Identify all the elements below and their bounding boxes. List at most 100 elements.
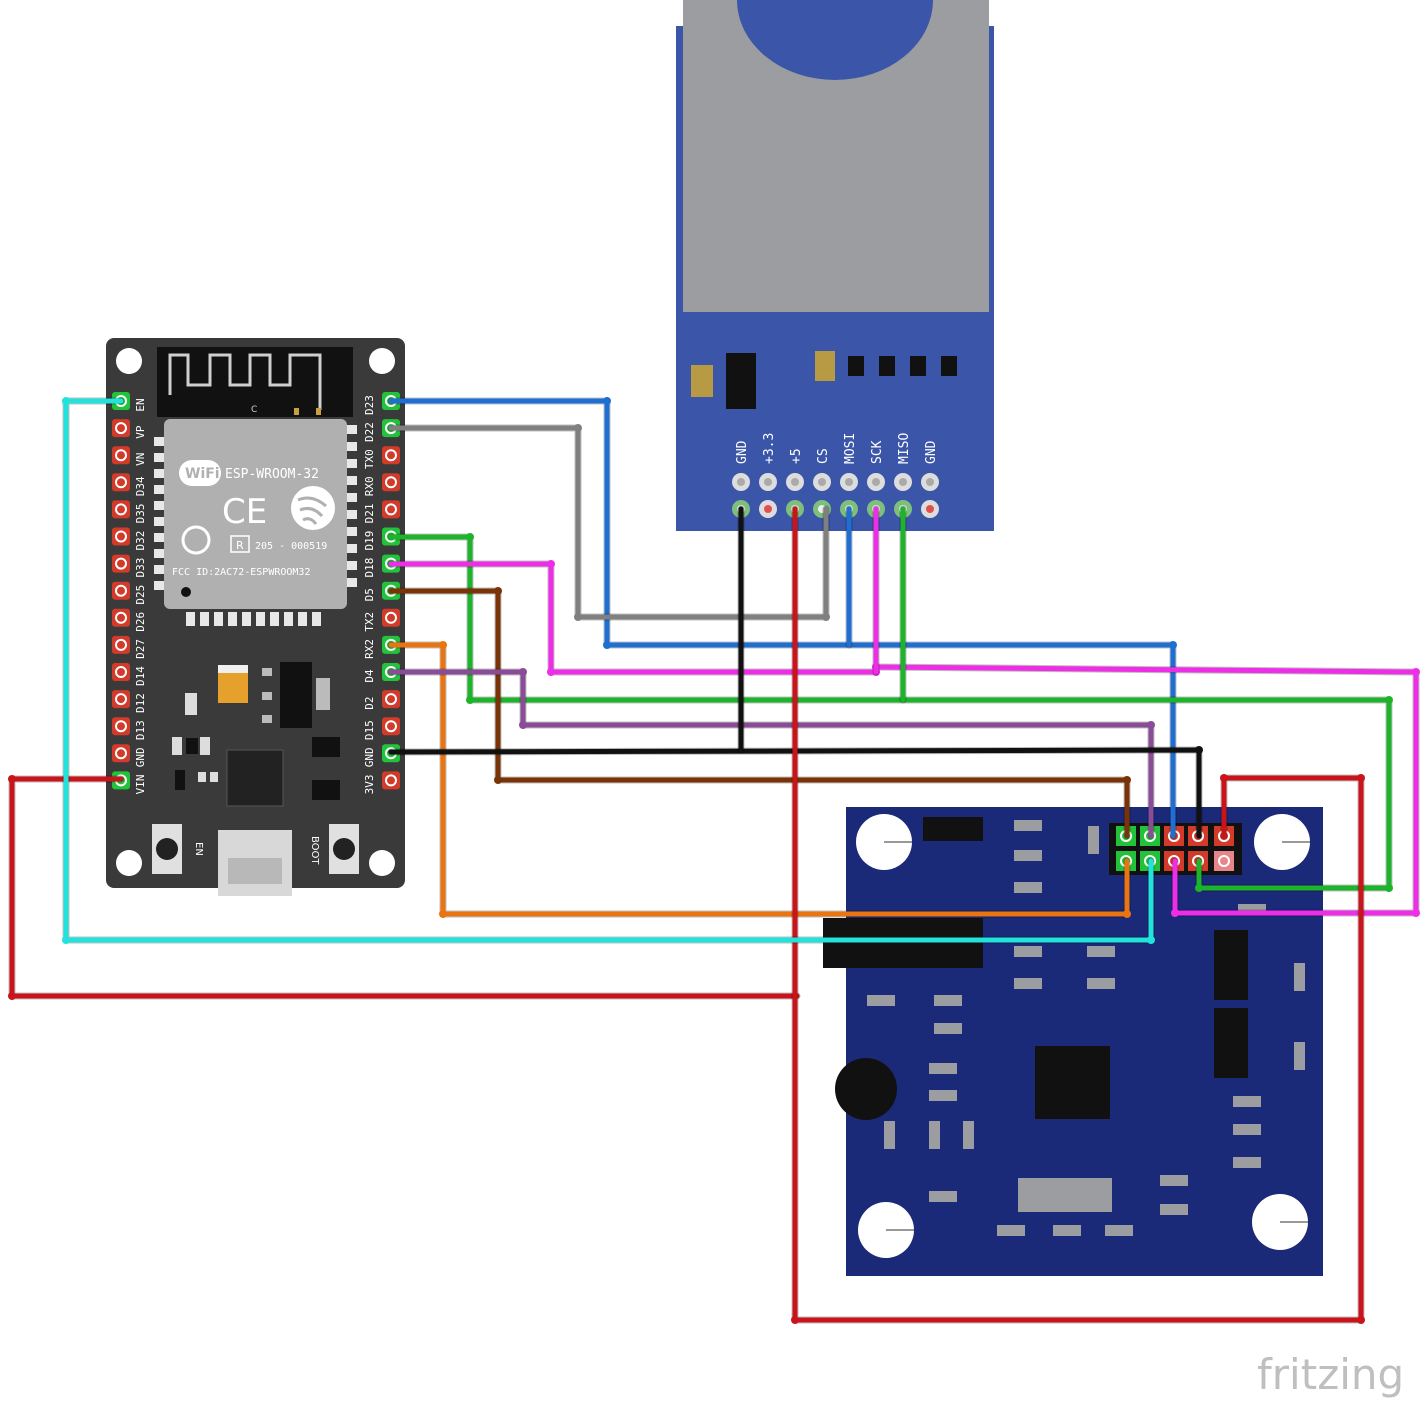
wire-bend [574, 613, 582, 621]
right-pin-label: D5 [363, 588, 376, 601]
right-pin-label: D21 [363, 503, 376, 523]
mount-hole [116, 348, 142, 374]
left-pin-label: D13 [134, 720, 147, 740]
wire-bend [1147, 721, 1155, 729]
buzzer [835, 1058, 897, 1120]
right-pin-label: RX2 [363, 639, 376, 659]
sensor-chip [1035, 1046, 1110, 1119]
wire-bend [1412, 909, 1420, 917]
right-pin-label: TX2 [363, 612, 376, 632]
right-pin-d23[interactable]: D23 [363, 392, 400, 415]
voltage-regulator [280, 662, 312, 728]
left-pin-d32[interactable]: D32 [112, 527, 147, 551]
wire-bend [547, 668, 555, 676]
wire-13[interactable] [792, 506, 1364, 1323]
left-pin-d12[interactable]: D12 [112, 690, 147, 713]
wire-bend [1147, 936, 1155, 944]
esp32-board: C WiFi ESP-WROOM-32 CE R 205 - 000519 FC… [106, 338, 405, 896]
module-name: ESP-WROOM-32 [225, 467, 319, 482]
left-pin-d34[interactable]: D34 [112, 473, 147, 496]
sd-pin-label: MISO [897, 433, 912, 464]
sd-card-module: GND +3.3 +5 CS MOSI SCK MISO GND [676, 0, 994, 531]
right-pin-d2[interactable]: D2 [363, 690, 400, 710]
sd-pin-label: CS [816, 448, 831, 464]
wire-bend [1385, 696, 1393, 704]
left-pin-label: VIN [134, 774, 147, 794]
right-pin-d21[interactable]: D21 [363, 500, 400, 523]
wire-bend [494, 776, 502, 784]
right-pin-label: D22 [363, 422, 376, 442]
left-pin-vp[interactable]: VP [112, 419, 147, 439]
wire-bend [1195, 746, 1203, 754]
wire-bend [466, 533, 474, 541]
sd-slot-notch [737, 0, 933, 80]
wire-bend [574, 424, 582, 432]
left-pin-d26[interactable]: D26 [112, 608, 147, 632]
antenna-trace [168, 353, 322, 410]
sd-pin-label: SCK [870, 440, 885, 464]
right-pin-rx0[interactable]: RX0 [363, 473, 400, 496]
en-button-label: EN [193, 842, 204, 856]
left-pin-label: D12 [134, 693, 147, 713]
left-pin-vin[interactable]: VIN [112, 771, 147, 794]
wire-bend [1123, 776, 1131, 784]
boot-button-label: BOOT [309, 836, 320, 865]
wire-bend [62, 397, 70, 405]
left-pin-d33[interactable]: D33 [112, 554, 147, 578]
sd-pin-label: MOSI [843, 433, 858, 464]
left-pin-d25[interactable]: D25 [112, 581, 147, 605]
usb-uart-chip [226, 749, 284, 807]
left-pin-vn[interactable]: VN [112, 446, 147, 466]
wifi-logo [179, 460, 221, 486]
wire-shadow [387, 587, 1131, 840]
mount-hole [369, 348, 395, 374]
right-pin-label: D2 [363, 696, 376, 709]
left-pin-d35[interactable]: D35 [112, 500, 147, 523]
right-pin-label: TX0 [363, 449, 376, 469]
wire-bend [1385, 884, 1393, 892]
left-pin-d13[interactable]: D13 [112, 717, 147, 740]
sd-pin-label: GND [924, 440, 939, 464]
sensor-header-pin[interactable] [1214, 851, 1234, 871]
wires [8, 397, 1420, 1324]
fritzing-watermark: fritzing [1257, 1350, 1404, 1399]
wire-bend [439, 910, 447, 918]
wire-bend [1357, 774, 1365, 782]
wire-bend [519, 668, 527, 676]
mount-hole [116, 850, 142, 876]
cert-number: 205 - 000519 [255, 541, 327, 552]
sd-pin-label: +5 [789, 448, 804, 464]
fcc-id: FCC ID:2AC72-ESPWROOM32 [172, 567, 310, 578]
sd-pin-label: +3.3 [762, 433, 777, 464]
wire-bend [822, 613, 830, 621]
right-pin-tx0[interactable]: TX0 [363, 446, 400, 469]
right-pin-3v3[interactable]: 3V3 [363, 771, 400, 794]
antenna-mark: C [251, 405, 257, 415]
left-pin-d14[interactable]: D14 [112, 663, 147, 686]
sd-pin-label: GND [735, 440, 750, 464]
left-pin-d27[interactable]: D27 [112, 635, 147, 659]
right-pin-tx2[interactable]: TX2 [363, 608, 400, 632]
left-pin-label: D33 [134, 558, 147, 578]
left-pin-label: D35 [134, 503, 147, 523]
wire-bend [8, 992, 16, 1000]
left-pin-label: GND [134, 747, 147, 767]
cert-mark [181, 525, 211, 555]
wire-bend [62, 936, 70, 944]
wire-bend [791, 1316, 799, 1324]
right-pin-label: D23 [363, 395, 376, 415]
wire-bend [1123, 910, 1131, 918]
wire-bend [1171, 909, 1179, 917]
left-pin-gnd[interactable]: GND [112, 744, 147, 767]
wire-bend [1195, 884, 1203, 892]
right-pin-label: GND [363, 747, 376, 767]
left-pin-label: D32 [134, 531, 147, 551]
right-pin-d22[interactable]: D22 [363, 419, 400, 442]
left-pin-label: D26 [134, 612, 147, 632]
svg-text:R: R [236, 539, 244, 552]
right-pin-d15[interactable]: D15 [363, 717, 400, 740]
wire-bend [603, 397, 611, 405]
right-pin-label: D15 [363, 720, 376, 740]
wire-bend [547, 560, 555, 568]
